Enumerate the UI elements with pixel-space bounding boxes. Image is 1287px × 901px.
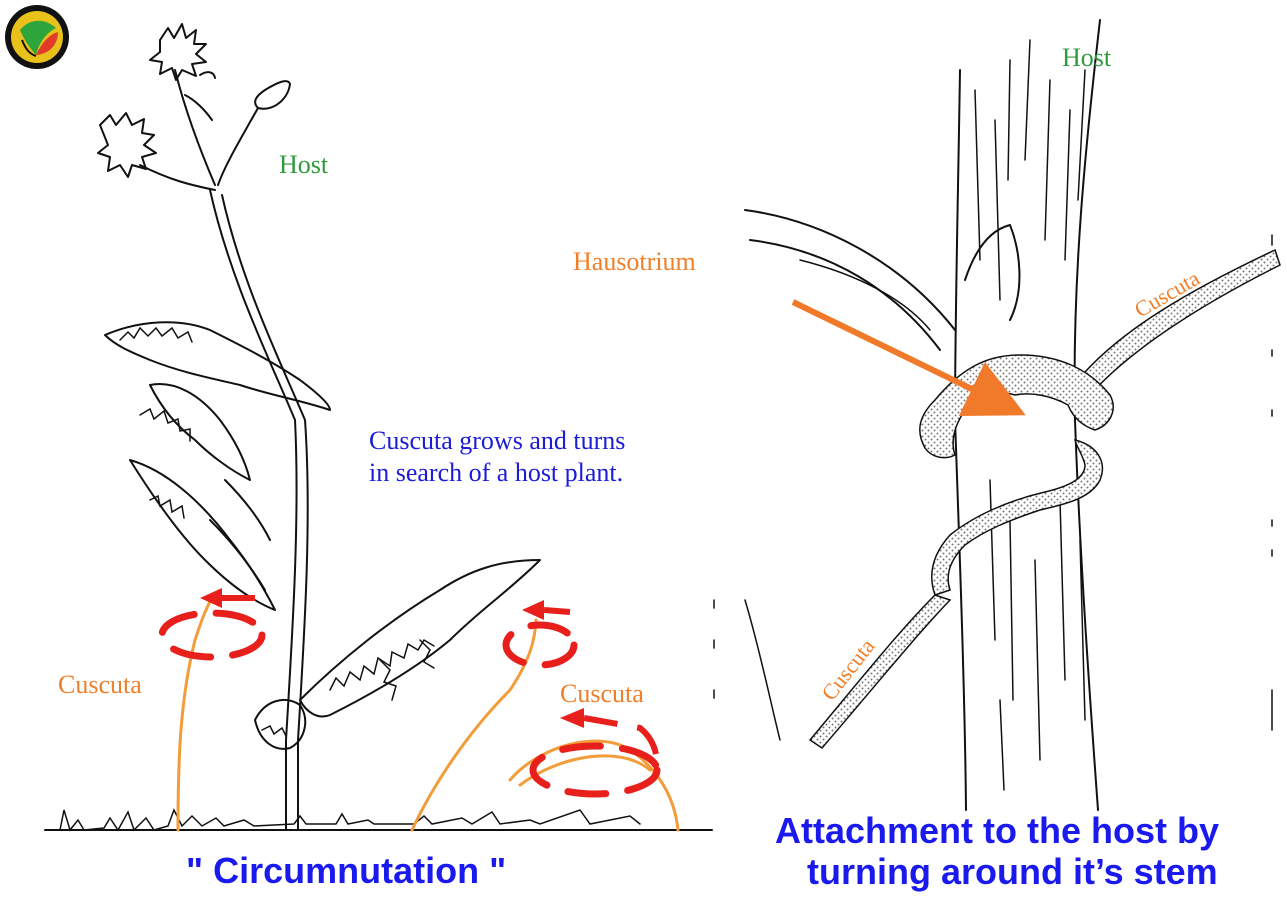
title-attachment-line-2: turning around it’s stem [807,851,1218,892]
cuscuta-label-right: Cuscuta [560,679,644,708]
caption-line-2: in search of a host plant. [369,458,623,487]
haustorium-arrow [793,302,1015,410]
ground-left [45,810,712,830]
cuscuta-wrap [810,250,1280,748]
title-circumnutation: " Circumnutation " [186,850,506,891]
circumnutation-arrow-2 [506,600,574,665]
cuscuta-label-left: Cuscuta [58,670,142,699]
caption-line-1: Cuscuta grows and turns [369,426,625,455]
title-attachment-line-1: Attachment to the host by [775,810,1219,851]
circumnutation-arrow-1 [162,588,262,657]
host-label-right: Host [1062,43,1112,72]
host-stem-right [745,20,1100,810]
host-label-left: Host [279,150,329,179]
logo-icon [5,5,69,69]
haustorium-label: Hausotrium [573,247,696,276]
